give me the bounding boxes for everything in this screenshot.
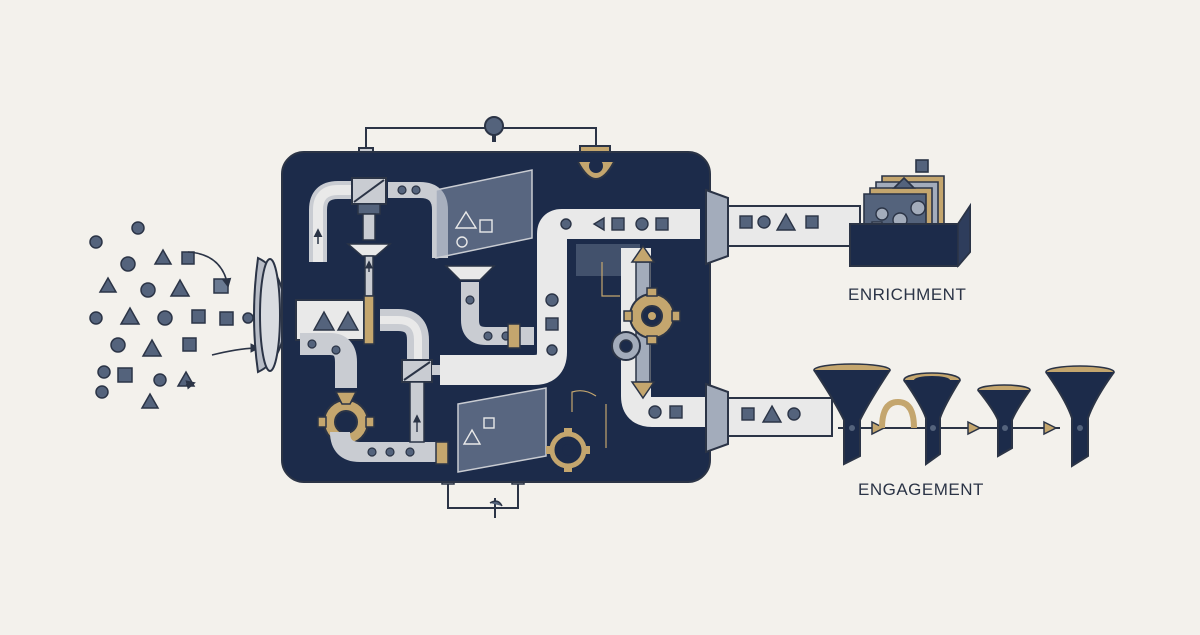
engagement-funnels-icon <box>813 363 1115 468</box>
filter-panel <box>435 169 640 473</box>
intake-funnel-icon <box>253 256 288 374</box>
gear-icon <box>546 428 590 472</box>
engagement-label: ENGAGEMENT <box>858 480 984 499</box>
output-conveyor-pipe <box>705 188 861 266</box>
output-conveyor-pipe <box>705 382 833 454</box>
scattered-data-shapes <box>89 221 254 409</box>
enrichment-label: ENRICHMENT <box>848 285 967 304</box>
top-bypass-pipe <box>365 127 597 150</box>
valve-icon <box>484 116 504 142</box>
gear-icon <box>577 159 615 180</box>
gear-icon <box>611 331 641 361</box>
processing-machine <box>281 151 711 483</box>
gear-icon <box>623 287 681 345</box>
enrichment-bin-icon <box>849 159 971 269</box>
